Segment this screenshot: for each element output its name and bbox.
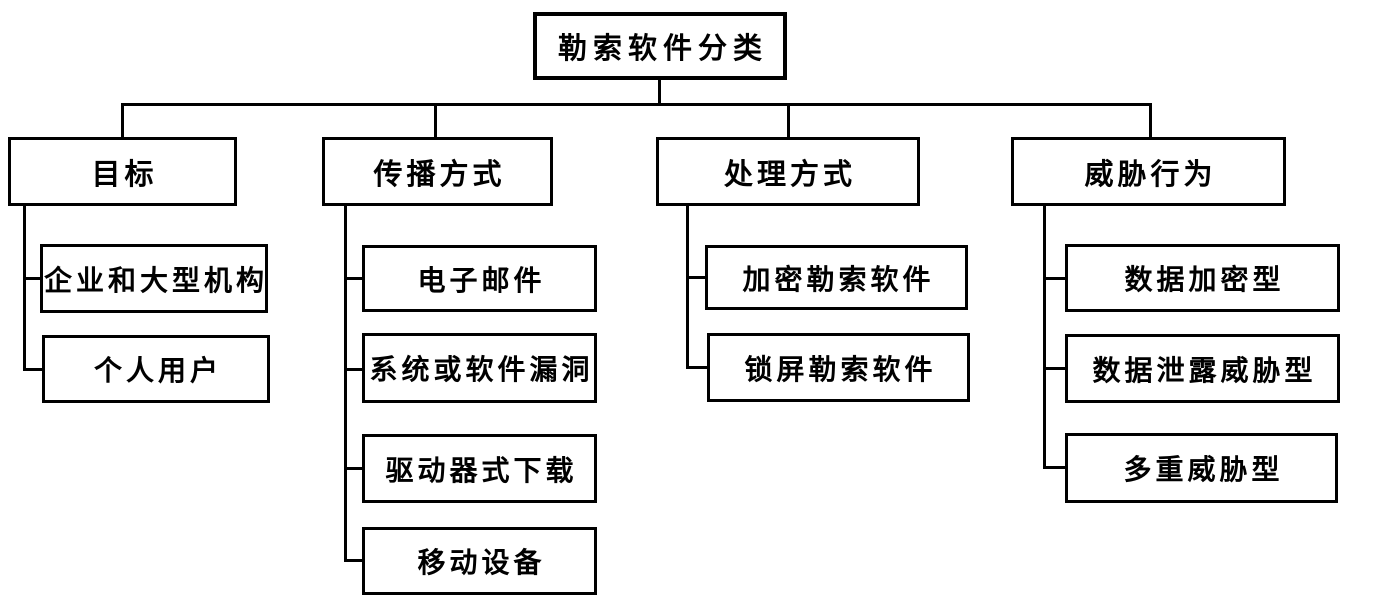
node-crypto-ransomware: 加密勒索软件	[705, 245, 968, 310]
node-threat-behaviors: 威胁行为	[1011, 137, 1286, 206]
connector-root-stub	[658, 80, 661, 106]
node-root-label: 勒索软件分类	[557, 33, 768, 65]
trunk-propagation	[344, 204, 347, 562]
stub-processing-0	[686, 276, 706, 279]
connector-drop-propagation	[434, 104, 437, 139]
trunk-processing	[686, 204, 689, 369]
node-processing-methods-label: 处理方式	[723, 158, 856, 191]
node-data-encryption-type-label: 数据加密型	[1124, 264, 1285, 295]
connector-main-horizontal	[121, 103, 1152, 106]
stub-threat-2	[1043, 466, 1066, 469]
node-data-encryption-type: 数据加密型	[1065, 244, 1340, 312]
node-processing-methods: 处理方式	[656, 137, 920, 206]
stub-targets-0	[23, 277, 41, 280]
node-mobile-devices: 移动设备	[362, 527, 597, 595]
node-multi-threat-type: 多重威胁型	[1065, 433, 1338, 503]
connector-drop-processing	[787, 104, 790, 139]
node-crypto-ransomware-label: 加密勒索软件	[742, 263, 935, 295]
stub-propagation-3	[344, 559, 363, 562]
stub-propagation-1	[344, 368, 363, 371]
node-data-leak-threat-type-label: 数据泄露威胁型	[1092, 354, 1317, 386]
node-individual-users: 个人用户	[42, 335, 270, 403]
node-email: 电子邮件	[362, 245, 597, 312]
node-multi-threat-type-label: 多重威胁型	[1123, 454, 1284, 485]
node-enterprises-large-orgs-label: 企业和大型机构	[44, 264, 269, 296]
stub-processing-1	[686, 366, 708, 369]
connector-drop-threat	[1149, 104, 1152, 139]
node-propagation-methods: 传播方式	[322, 137, 553, 206]
node-individual-users-label: 个人用户	[93, 355, 222, 386]
stub-targets-1	[23, 368, 43, 371]
node-lockscreen-ransomware-label: 锁屏勒索软件	[744, 353, 937, 385]
node-threat-behaviors-label: 威胁行为	[1084, 158, 1217, 191]
node-propagation-methods-label: 传播方式	[373, 158, 506, 191]
node-lockscreen-ransomware: 锁屏勒索软件	[707, 333, 970, 402]
node-drive-by-download-label: 驱动器式下载	[385, 454, 578, 486]
node-drive-by-download: 驱动器式下载	[362, 434, 597, 503]
trunk-threat	[1043, 204, 1046, 469]
stub-propagation-0	[344, 277, 363, 280]
node-data-leak-threat-type: 数据泄露威胁型	[1065, 334, 1340, 403]
stub-propagation-2	[344, 467, 363, 470]
node-enterprises-large-orgs: 企业和大型机构	[40, 244, 268, 313]
node-targets-label: 目标	[91, 158, 158, 191]
stub-threat-1	[1043, 367, 1066, 370]
trunk-targets	[23, 204, 26, 371]
node-system-software-vulnerabilities-label: 系统或软件漏洞	[369, 354, 594, 385]
node-system-software-vulnerabilities: 系统或软件漏洞	[362, 333, 597, 403]
connector-drop-targets	[121, 104, 124, 139]
node-root: 勒索软件分类	[533, 12, 787, 80]
node-email-label: 电子邮件	[417, 264, 546, 296]
node-targets: 目标	[8, 137, 237, 206]
stub-threat-0	[1043, 277, 1066, 280]
node-mobile-devices-label: 移动设备	[417, 547, 546, 578]
